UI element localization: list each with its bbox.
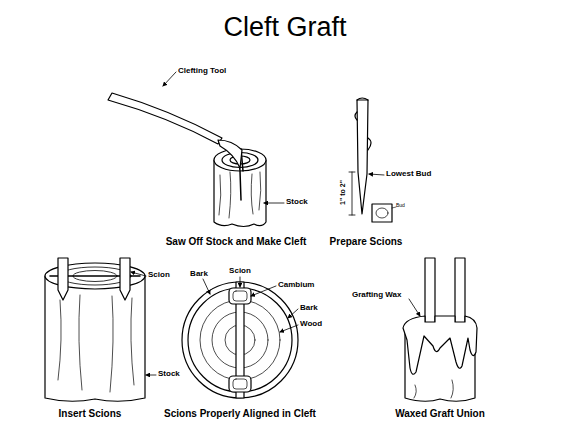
part-label: Bud — [396, 203, 405, 208]
part-label: Stock — [286, 198, 308, 206]
tool-handle — [108, 93, 222, 144]
leader-line — [251, 286, 276, 296]
leader-line — [131, 272, 146, 276]
scion — [455, 258, 465, 332]
dimension-line — [349, 172, 355, 215]
part-label: Bark — [190, 270, 208, 278]
waxed-stock — [403, 258, 477, 401]
stock-with-scions — [45, 258, 145, 401]
step-caption: Prepare Scions — [330, 237, 403, 247]
scion — [120, 258, 130, 300]
leader-line — [369, 174, 384, 175]
step-caption: Insert Scions — [59, 409, 122, 419]
leader-line — [392, 207, 396, 208]
part-label: Stock — [158, 370, 180, 378]
bark-texture — [219, 172, 261, 218]
leader-line — [409, 299, 420, 316]
leader-line — [288, 309, 298, 318]
part-label: Grafting Wax — [352, 291, 401, 299]
grafting-wax — [403, 316, 477, 374]
scion-bud — [368, 138, 371, 150]
part-label: Cambium — [278, 281, 314, 289]
scion-tip — [357, 98, 368, 100]
step-caption: Saw Off Stock and Make Cleft — [166, 237, 307, 247]
part-label: Scion — [229, 267, 251, 275]
step-caption: Scions Properly Aligned in Cleft — [164, 409, 316, 419]
leader-line — [163, 72, 176, 86]
scion-wood — [233, 379, 247, 389]
part-label: Bark — [300, 304, 318, 312]
bark-texture — [58, 295, 134, 392]
cross-section — [182, 282, 298, 398]
leader-line — [264, 203, 284, 204]
scion — [425, 258, 435, 332]
bark-texture — [414, 380, 453, 398]
scion-section — [372, 204, 392, 222]
part-label: Wood — [300, 320, 322, 328]
leader-line — [203, 279, 210, 294]
leader-line — [146, 375, 156, 376]
scion — [58, 258, 68, 300]
leader-line — [240, 277, 241, 287]
part-label: Scion — [148, 271, 170, 279]
part-label: Clefting Tool — [178, 67, 226, 75]
leader-line — [280, 325, 298, 332]
clefting-tool — [108, 93, 242, 168]
scion-wood — [233, 291, 247, 301]
scion-section — [229, 376, 251, 392]
scion-bud — [355, 112, 357, 120]
bark-ring — [182, 282, 298, 398]
tool-blade — [218, 140, 242, 168]
diagram-title: Cleft Graft — [223, 14, 346, 41]
scion-section — [229, 288, 251, 304]
scion-wedge — [357, 100, 368, 214]
leader-lines — [131, 72, 420, 375]
dimension-label: 1" to 2" — [339, 180, 346, 205]
scion-section-ring — [376, 208, 388, 218]
part-label: Lowest Bud — [386, 170, 431, 178]
step-caption: Waxed Graft Union — [395, 409, 485, 419]
scion-stick — [349, 98, 396, 222]
